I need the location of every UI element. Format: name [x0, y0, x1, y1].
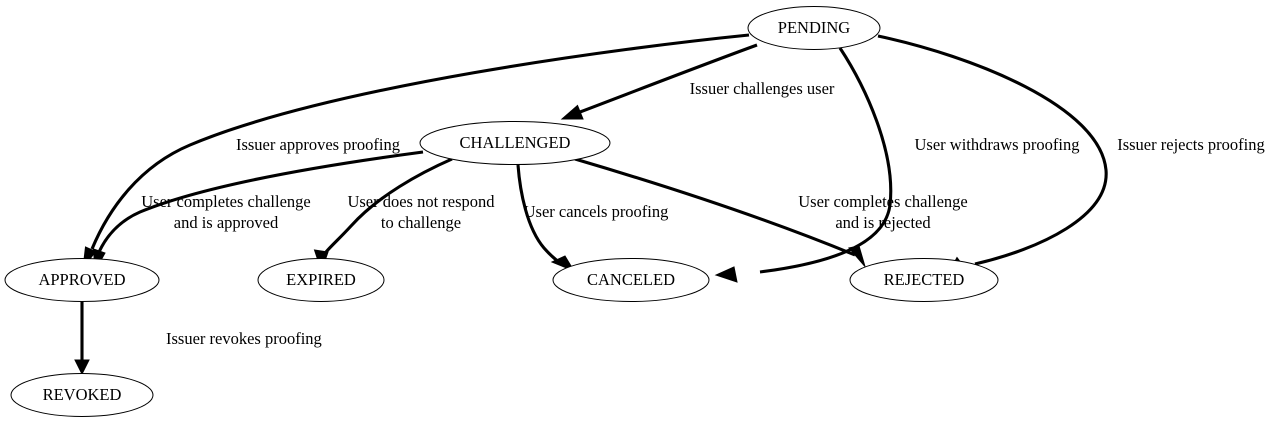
node-expired-ellipse — [257, 258, 385, 302]
node-revoked-label: REVOKED — [43, 385, 122, 404]
node-challenged-ellipse — [419, 121, 611, 165]
node-pending-ellipse — [747, 6, 881, 50]
edge-label-pending-canceled: User withdraws proofing — [915, 135, 1080, 154]
edge-pending-to-rejected — [877, 34, 1108, 277]
edge-path-pending-rejected — [877, 34, 1108, 266]
node-expired-label: EXPIRED — [286, 270, 356, 289]
edge-label-challenged-expired-line1: User does not respond — [347, 192, 495, 211]
edge-label-challenged-approved-line2: and is approved — [174, 213, 279, 232]
edge-path-challenged-expired — [324, 157, 453, 254]
edge-label-pending-rejected: Issuer rejects proofing — [1117, 135, 1265, 154]
edge-path-challenged-rejected — [574, 157, 856, 257]
node-challenged-label: CHALLENGED — [460, 133, 571, 152]
node-approved[interactable]: APPROVED — [4, 258, 160, 302]
arrowhead-rejected-from-challenged — [848, 245, 866, 267]
node-revoked[interactable]: REVOKED — [10, 373, 154, 417]
edge-label-challenged-rejected-line2: and is rejected — [835, 213, 931, 232]
node-rejected-label: REJECTED — [884, 270, 965, 289]
edge-approved-to-revoked — [74, 302, 90, 376]
edge-pending-to-challenged — [560, 43, 758, 120]
node-canceled-ellipse — [552, 258, 710, 302]
edge-label-pending-approved: Issuer approves proofing — [236, 135, 400, 154]
node-pending[interactable]: PENDING — [747, 6, 881, 50]
edge-path-challenged-approved — [97, 150, 424, 253]
node-canceled[interactable]: CANCELED — [552, 258, 710, 302]
edge-path-pending-challenged — [579, 43, 758, 114]
edge-challenged-to-rejected — [574, 157, 866, 267]
edge-pending-to-canceled — [714, 47, 893, 283]
edge-label-challenged-expired-line2: to challenge — [381, 213, 461, 232]
edge-path-pending-canceled — [759, 47, 893, 274]
node-approved-label: APPROVED — [38, 270, 125, 289]
node-approved-ellipse — [4, 258, 160, 302]
arrowhead-challenged-from-pending — [560, 104, 584, 120]
edge-label-pending-challenged: Issuer challenges user — [690, 79, 835, 98]
node-expired[interactable]: EXPIRED — [257, 258, 385, 302]
arrowhead-revoked-from-approved — [74, 359, 90, 376]
node-pending-label: PENDING — [778, 18, 850, 37]
node-canceled-label: CANCELED — [587, 270, 675, 289]
edge-label-challenged-approved-line1: User completes challenge — [141, 192, 311, 211]
arrowhead-canceled-from-pending — [714, 266, 738, 283]
node-revoked-ellipse — [10, 373, 154, 417]
node-rejected[interactable]: REJECTED — [849, 258, 999, 302]
node-rejected-ellipse — [849, 258, 999, 302]
edge-path-pending-approved — [90, 33, 750, 250]
edge-label-approved-revoked: Issuer revokes proofing — [166, 329, 322, 348]
edge-label-challenged-rejected-line1: User completes challenge — [798, 192, 968, 211]
edge-challenged-to-approved — [92, 150, 424, 273]
node-challenged[interactable]: CHALLENGED — [419, 121, 611, 165]
edge-label-challenged-canceled: User cancels proofing — [524, 202, 669, 221]
